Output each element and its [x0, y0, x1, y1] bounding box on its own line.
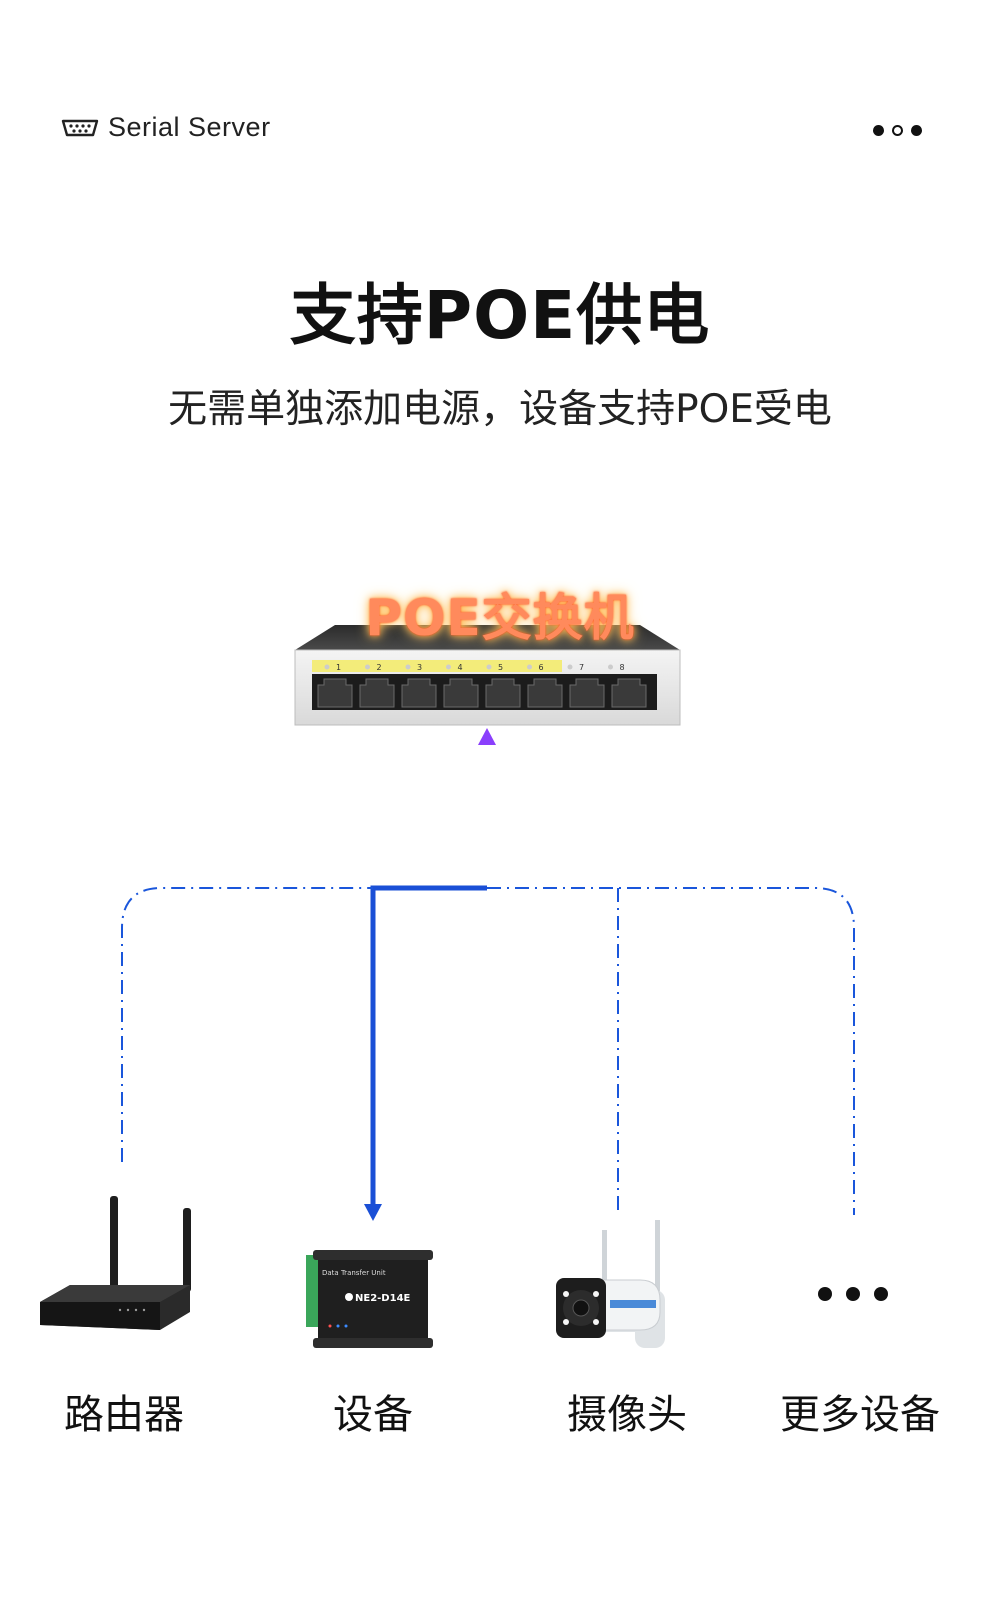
- dot: [818, 1287, 832, 1301]
- rj45-port: [359, 678, 395, 708]
- port-led: [486, 664, 492, 670]
- port-led: [365, 664, 370, 670]
- port-led: [567, 664, 573, 670]
- port-number: 2: [377, 663, 382, 672]
- device-label: 设备: [333, 1392, 413, 1438]
- dot: [911, 125, 922, 136]
- dot: [874, 1287, 888, 1301]
- poe-switch-icon: 1 2 3 4 5 6 7 8: [294, 625, 681, 726]
- page-title: 支持POE供电: [289, 277, 711, 354]
- port-led: [324, 664, 330, 670]
- switch-label: POE交换机: [365, 589, 635, 647]
- rj45-port: [527, 678, 563, 708]
- dtu-model-label: NE2-D14E: [355, 1293, 411, 1304]
- port-number: 8: [620, 663, 625, 672]
- more-devices-label: 更多设备: [780, 1392, 940, 1438]
- more-devices-icon: [818, 1287, 888, 1301]
- port-led: [527, 664, 532, 670]
- dtu-top-label: Data Transfer Unit: [322, 1269, 386, 1277]
- port-number: 3: [417, 663, 422, 672]
- dot: [892, 125, 903, 136]
- serial-port-icon: [61, 119, 99, 136]
- camera-label: 摄像头: [567, 1392, 687, 1438]
- header-title: Serial Server: [108, 112, 271, 142]
- port-number: 7: [579, 663, 584, 672]
- rj45-port: [401, 678, 437, 708]
- port-number: 5: [498, 663, 503, 672]
- rj45-port: [443, 678, 479, 708]
- rj45-port: [317, 678, 353, 708]
- port-led: [608, 664, 613, 670]
- port-number: 1: [336, 663, 341, 672]
- header: Serial Server: [60, 112, 271, 143]
- rj45-port: [569, 678, 605, 708]
- security-camera-icon: [556, 1220, 665, 1348]
- dot: [873, 125, 884, 136]
- page-subtitle: 无需单独添加电源，设备支持POE受电: [168, 387, 832, 432]
- router-icon: [40, 1196, 191, 1330]
- port-led: [446, 664, 451, 670]
- port-led: [405, 664, 411, 670]
- port-number: 6: [539, 663, 544, 672]
- more-dots-icon[interactable]: [873, 125, 922, 136]
- data-transfer-unit-icon: Data Transfer Unit NE2-D14E: [306, 1250, 433, 1348]
- dot: [846, 1287, 860, 1301]
- rj45-port: [485, 678, 521, 708]
- rj45-port: [611, 678, 647, 708]
- port-number: 4: [458, 663, 463, 672]
- router-label: 路由器: [64, 1392, 184, 1438]
